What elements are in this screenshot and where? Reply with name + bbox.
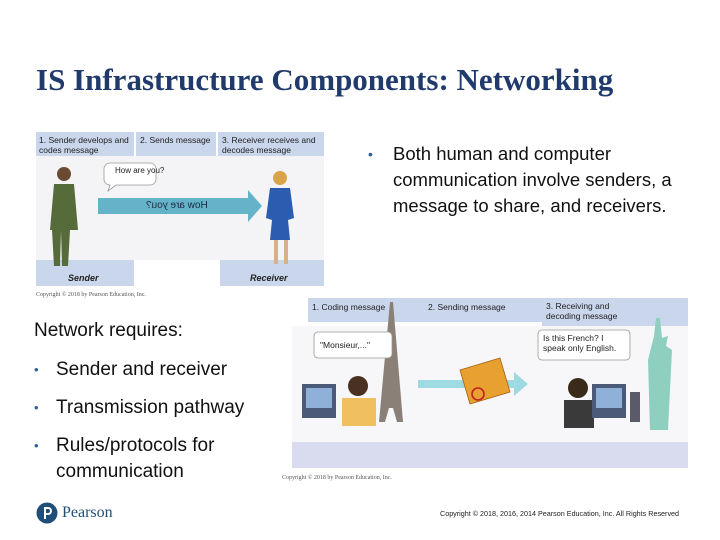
receiver-label: Receiver [250, 273, 288, 283]
figure-2-step-1: 1. Coding message [312, 302, 385, 312]
communication-figure-2: 1. Coding message 2. Sending message 3. … [282, 296, 692, 486]
pearson-wordmark: Pearson [62, 504, 113, 522]
pearson-logo: Pearson [36, 502, 113, 524]
list-item: • Rules/protocols for communication [34, 433, 284, 485]
list-item: • Transmission pathway [34, 395, 284, 421]
list-item: • Sender and receiver [34, 357, 284, 383]
communication-bullet-text: Both human and computer communication in… [393, 141, 688, 219]
bullet-dot: • [368, 141, 373, 167]
pearson-logo-icon [36, 502, 58, 524]
figure-1-step-1: 1. Sender develops and codes message [39, 135, 131, 155]
network-heading: Network requires: [34, 320, 183, 342]
figure-2-illustration [282, 296, 692, 486]
figure-1-step-2: 2. Sends message [140, 135, 216, 145]
sender-label: Sender [68, 273, 99, 283]
figure-2-copyright: Copyright © 2018 by Pearson Education, I… [282, 475, 392, 481]
footer-copyright: Copyright © 2018, 2016, 2014 Pearson Edu… [440, 509, 679, 518]
figure-1-arrow-text: How are you? [146, 201, 208, 211]
figure-1-copyright: Copyright © 2018 by Pearson Education, I… [36, 292, 146, 298]
bullet-dot: • [34, 395, 39, 421]
figure-2-step-3: 3. Receiving and decoding message [546, 301, 626, 321]
figure-1-step-3: 3. Receiver receives and decodes message [222, 135, 322, 155]
list-item-text: Rules/protocols for communication [56, 435, 214, 482]
network-requirements-list: • Sender and receiver • Transmission pathw… [34, 357, 284, 497]
figure-2-bubble-left: "Monsieur,..." [320, 340, 370, 350]
figure-2-step-2: 2. Sending message [428, 302, 506, 312]
figure-2-bubble-right: Is this French? I speak only English. [543, 333, 627, 353]
list-item-text: Sender and receiver [56, 359, 227, 380]
bullet-dot: • [34, 433, 39, 459]
figure-1-bubble: How are you? [115, 166, 164, 176]
list-item-text: Transmission pathway [56, 397, 244, 418]
bullet-dot: • [34, 357, 39, 383]
communication-figure-1: 1. Sender develops and codes message 2. … [36, 130, 326, 304]
slide-title: IS Infrastructure Components: Networking [36, 62, 613, 98]
